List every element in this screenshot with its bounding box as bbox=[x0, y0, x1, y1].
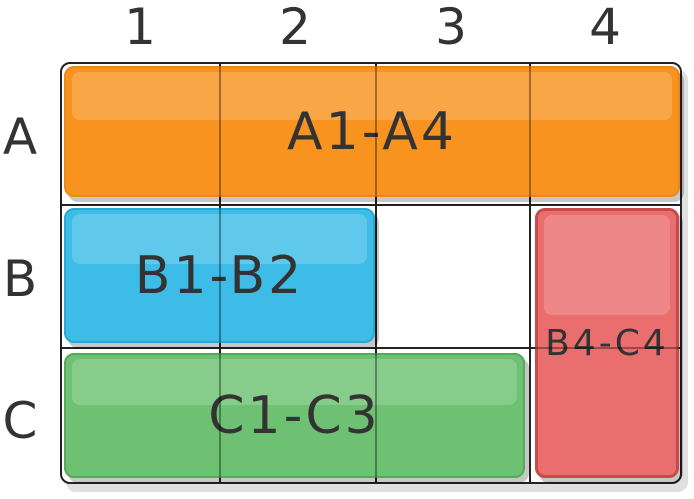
row-label-a: A bbox=[2, 108, 38, 166]
cell-b1-b2-label: B1-B2 bbox=[134, 245, 305, 306]
grid-line-horizontal-1 bbox=[60, 204, 682, 206]
column-label-1: 1 bbox=[124, 0, 156, 56]
grid-line-vertical-2 bbox=[375, 62, 377, 484]
cell-a1-a4-label: A1-A4 bbox=[287, 101, 457, 162]
row-label-b: B bbox=[2, 250, 38, 308]
grid-line-horizontal-2 bbox=[60, 347, 682, 349]
grid-line-overlay-d-1 bbox=[535, 347, 679, 349]
grid-line-vertical-3 bbox=[529, 62, 531, 484]
row-label-c: C bbox=[2, 392, 38, 450]
grid-line-overlay-c-2 bbox=[375, 353, 377, 478]
cell-a1-a4: A1-A4 bbox=[64, 66, 680, 197]
cell-b4-c4: B4-C4 bbox=[535, 208, 679, 478]
grid-line-overlay-a-1 bbox=[219, 66, 221, 197]
cell-b1-b2: B1-B2 bbox=[64, 208, 375, 343]
column-label-4: 4 bbox=[589, 0, 621, 56]
cell-b4-c4-label: B4-C4 bbox=[545, 322, 669, 364]
cell-c1-c3: C1-C3 bbox=[64, 353, 525, 478]
column-label-3: 3 bbox=[435, 0, 467, 56]
grid-line-overlay-a-3 bbox=[529, 66, 531, 197]
cell-c1-c3-label: C1-C3 bbox=[208, 385, 381, 446]
column-label-2: 2 bbox=[279, 0, 311, 56]
grid-line-overlay-b-1 bbox=[219, 208, 221, 343]
grid-line-overlay-c-1 bbox=[219, 353, 221, 478]
grid-line-overlay-a-2 bbox=[375, 66, 377, 197]
